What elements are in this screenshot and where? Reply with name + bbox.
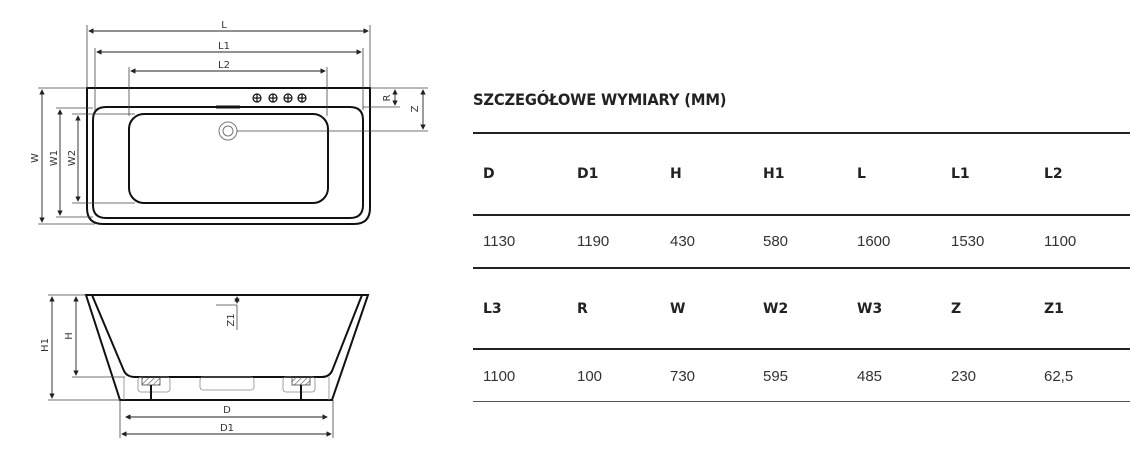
dim-label-L: L	[221, 20, 227, 31]
dimension-value: 580	[763, 233, 789, 250]
drain-icon	[218, 121, 238, 141]
dim-label-D: D	[223, 405, 231, 416]
dimension-value: 430	[670, 233, 696, 250]
table-divider	[473, 267, 1130, 269]
column-header: D1	[577, 166, 599, 182]
column-header: H	[670, 166, 682, 182]
dim-label-L2: L2	[218, 60, 230, 71]
dim-label-Z: Z	[410, 105, 421, 112]
column-header: Z	[951, 301, 962, 317]
column-header: L3	[483, 301, 502, 317]
dimension-value: 730	[670, 368, 696, 385]
column-header: L	[857, 166, 866, 182]
column-header: H1	[763, 166, 785, 182]
dimension-value: 1600	[857, 233, 891, 250]
dimension-value: 595	[763, 368, 789, 385]
dim-label-L1: L1	[218, 41, 230, 52]
table-divider	[473, 401, 1130, 402]
dim-label-Z1: Z1	[226, 313, 237, 326]
column-header: L1	[951, 166, 970, 182]
column-header: W	[670, 301, 686, 317]
table-divider	[473, 214, 1130, 216]
dimension-value: 485	[857, 368, 883, 385]
column-header: Z1	[1044, 301, 1064, 317]
dimension-value: 100	[577, 368, 603, 385]
table-divider	[473, 348, 1130, 350]
column-header: W2	[763, 301, 789, 317]
dim-label-D1: D1	[220, 423, 234, 434]
top-view	[38, 25, 428, 225]
column-header: L2	[1044, 166, 1063, 182]
dimension-value: 1530	[951, 233, 985, 250]
dim-label-W2: W2	[67, 150, 78, 166]
dim-label-W: W	[30, 153, 41, 163]
dim-label-W1: W1	[49, 150, 60, 166]
dimension-value: 230	[951, 368, 977, 385]
table-divider	[473, 132, 1130, 134]
column-header: W3	[857, 301, 883, 317]
column-header: R	[577, 301, 588, 317]
column-header: D	[483, 166, 495, 182]
dim-label-R: R	[382, 94, 393, 101]
dimension-value: 62,5	[1044, 368, 1074, 385]
dim-label-H1: H1	[40, 338, 51, 352]
dimension-value: 1100	[1044, 233, 1077, 250]
dimension-value: 1190	[577, 233, 610, 250]
side-view	[48, 294, 370, 438]
bathtub-technical-drawing: L L1 L2 W W1 W2 R Z H1 H	[30, 20, 428, 438]
foot-support-right	[291, 376, 311, 386]
dimensions-title: SZCZEGÓŁOWE WYMIARY (MM)	[473, 90, 727, 109]
dimension-value: 1100	[483, 368, 516, 385]
tap-holes-icon	[252, 93, 307, 103]
foot-support-left	[141, 376, 161, 386]
dimension-value: 1130	[483, 233, 516, 250]
dim-label-H: H	[64, 332, 75, 340]
